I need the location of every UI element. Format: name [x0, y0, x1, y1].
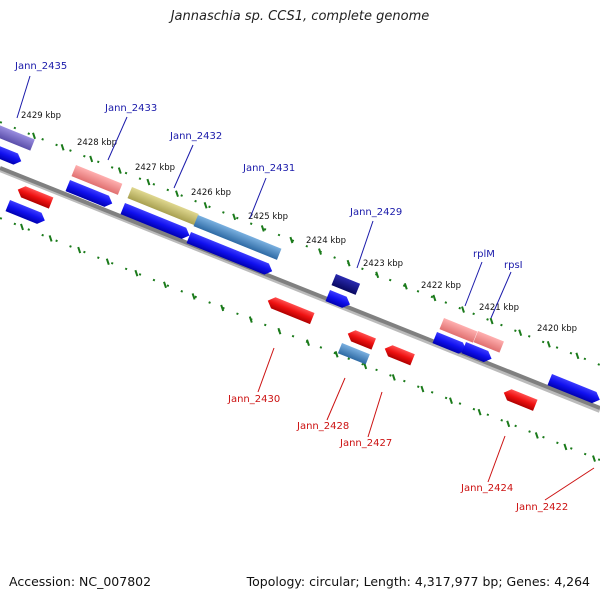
kbp-label: 2427 kbp	[135, 163, 175, 173]
gene-arrow-forward[interactable]	[186, 232, 275, 277]
scale-tick	[32, 132, 36, 140]
gene-label-jann-2429[interactable]: Jann_2429	[349, 207, 402, 218]
scale-tick	[277, 327, 282, 335]
scale-tick	[432, 294, 437, 302]
gene-label-jann-2432[interactable]: Jann_2432	[169, 131, 222, 142]
scale-tick	[461, 306, 465, 313]
scale-tick	[420, 385, 425, 393]
gene-label-rpsi[interactable]: rpsI	[504, 260, 523, 271]
feature-bar-jann-2432[interactable]	[127, 187, 199, 226]
scale-tick	[117, 167, 122, 174]
scale-tick	[391, 374, 396, 381]
gene-label-jann-2428[interactable]: Jann_2428	[296, 421, 349, 432]
bottom-leader-lines	[257, 347, 595, 501]
scale-tick	[546, 340, 551, 348]
feature-track	[0, 123, 504, 365]
kbp-label: 2421 kbp	[479, 303, 519, 313]
gene-label-jann-2422[interactable]: Jann_2422	[515, 502, 568, 513]
scale-tick	[248, 316, 253, 323]
scale-tick	[575, 352, 580, 360]
kbp-label: 2423 kbp	[363, 259, 403, 269]
gene-arrow-reverse[interactable]	[16, 184, 54, 209]
scale-tick	[375, 271, 380, 279]
kbp-label: 2426 kbp	[191, 188, 231, 198]
gene-arrow-forward[interactable]	[5, 200, 48, 226]
top-gene-labels: Jann_2435 Jann_2433 Jann_2432 Jann_2431 …	[14, 61, 523, 271]
feature-bar-jann-2429[interactable]	[331, 274, 361, 295]
scale-tick	[203, 201, 208, 209]
kbp-label: 2425 kbp	[248, 212, 288, 222]
genome-summary-text: Topology: circular; Length: 4,317,977 bp…	[246, 574, 590, 589]
scale-tick	[191, 293, 196, 300]
gene-label-jann-2427[interactable]: Jann_2427	[339, 438, 392, 449]
scale-tick	[146, 178, 151, 186]
feature-bar-jann-2431[interactable]	[193, 215, 282, 260]
reverse-strand-genes	[5, 184, 538, 411]
gene-arrow-forward[interactable]	[432, 332, 469, 356]
scale-tick	[220, 304, 225, 312]
kbp-label: 2429 kbp	[21, 111, 61, 121]
gene-arrow-forward[interactable]	[547, 374, 600, 405]
scale-tick	[403, 283, 408, 290]
scale-tick	[306, 339, 310, 347]
bottom-gene-labels: Jann_2430 Jann_2428 Jann_2427 Jann_2424 …	[227, 394, 568, 513]
gene-arrow-forward[interactable]	[120, 203, 192, 241]
scale-tick	[334, 351, 339, 358]
gene-arrow-reverse[interactable]	[383, 343, 415, 366]
scale-tick	[506, 420, 511, 428]
scale-ticks	[20, 132, 596, 462]
gene-label-jann-2430[interactable]: Jann_2430	[227, 394, 280, 405]
kbp-label: 2420 kbp	[537, 324, 577, 334]
scale-tick	[449, 397, 453, 404]
scale-tick	[289, 236, 294, 244]
scale-tick	[318, 248, 322, 255]
feature-bar-jann-2428[interactable]	[337, 343, 370, 365]
gene-arrow-forward[interactable]	[65, 180, 115, 209]
gene-arrow-forward[interactable]	[325, 290, 353, 310]
gene-label-jann-2433[interactable]: Jann_2433	[104, 103, 157, 114]
scale-tick	[175, 190, 179, 198]
kbp-labels: 2429 kbp 2428 kbp 2427 kbp 2426 kbp 2425…	[21, 111, 577, 334]
gene-label-rplm[interactable]: rplM	[473, 249, 495, 260]
genome-backbone	[0, 166, 600, 410]
scale-tick	[77, 246, 82, 254]
kbp-label: 2422 kbp	[421, 281, 461, 291]
kbp-label: 2428 kbp	[77, 138, 117, 148]
scale-tick	[534, 432, 539, 439]
feature-bar-jann-2435[interactable]	[0, 123, 35, 151]
scale-tick	[346, 259, 351, 267]
forward-strand-genes	[0, 143, 600, 405]
gene-arrow-reverse[interactable]	[266, 295, 315, 325]
feature-bar-jann-2433[interactable]	[71, 165, 123, 195]
gene-arrow-reverse[interactable]	[502, 387, 538, 411]
scale-tick	[134, 269, 139, 277]
feature-bar-rpsi[interactable]	[473, 331, 504, 353]
scale-tick	[60, 144, 65, 151]
gene-label-jann-2424[interactable]: Jann_2424	[460, 483, 513, 494]
scale-tick	[20, 223, 24, 231]
scale-tick	[518, 329, 523, 336]
scale-tick	[163, 281, 167, 289]
gene-arrow-forward[interactable]	[0, 143, 24, 167]
scale-tick	[592, 455, 596, 462]
gene-label-jann-2435[interactable]: Jann_2435	[14, 61, 67, 72]
scale-tick	[260, 225, 265, 232]
gene-arrow-reverse[interactable]	[346, 328, 376, 350]
kbp-label: 2424 kbp	[306, 236, 346, 246]
scale-tick	[89, 155, 94, 163]
scale-tick	[489, 317, 494, 325]
scale-tick	[48, 235, 53, 242]
accession-text: Accession: NC_007802	[9, 574, 152, 589]
scale-tick	[563, 443, 568, 451]
scale-tick	[105, 258, 110, 265]
gene-label-jann-2431[interactable]: Jann_2431	[242, 163, 295, 174]
feature-bar-rplm[interactable]	[439, 318, 478, 343]
scale-tick	[232, 213, 237, 221]
genome-title: Jannaschia sp. CCS1, complete genome	[170, 9, 430, 24]
gene-arrow-forward[interactable]	[461, 342, 494, 364]
top-leader-lines	[16, 75, 512, 319]
scale-tick	[477, 408, 482, 416]
